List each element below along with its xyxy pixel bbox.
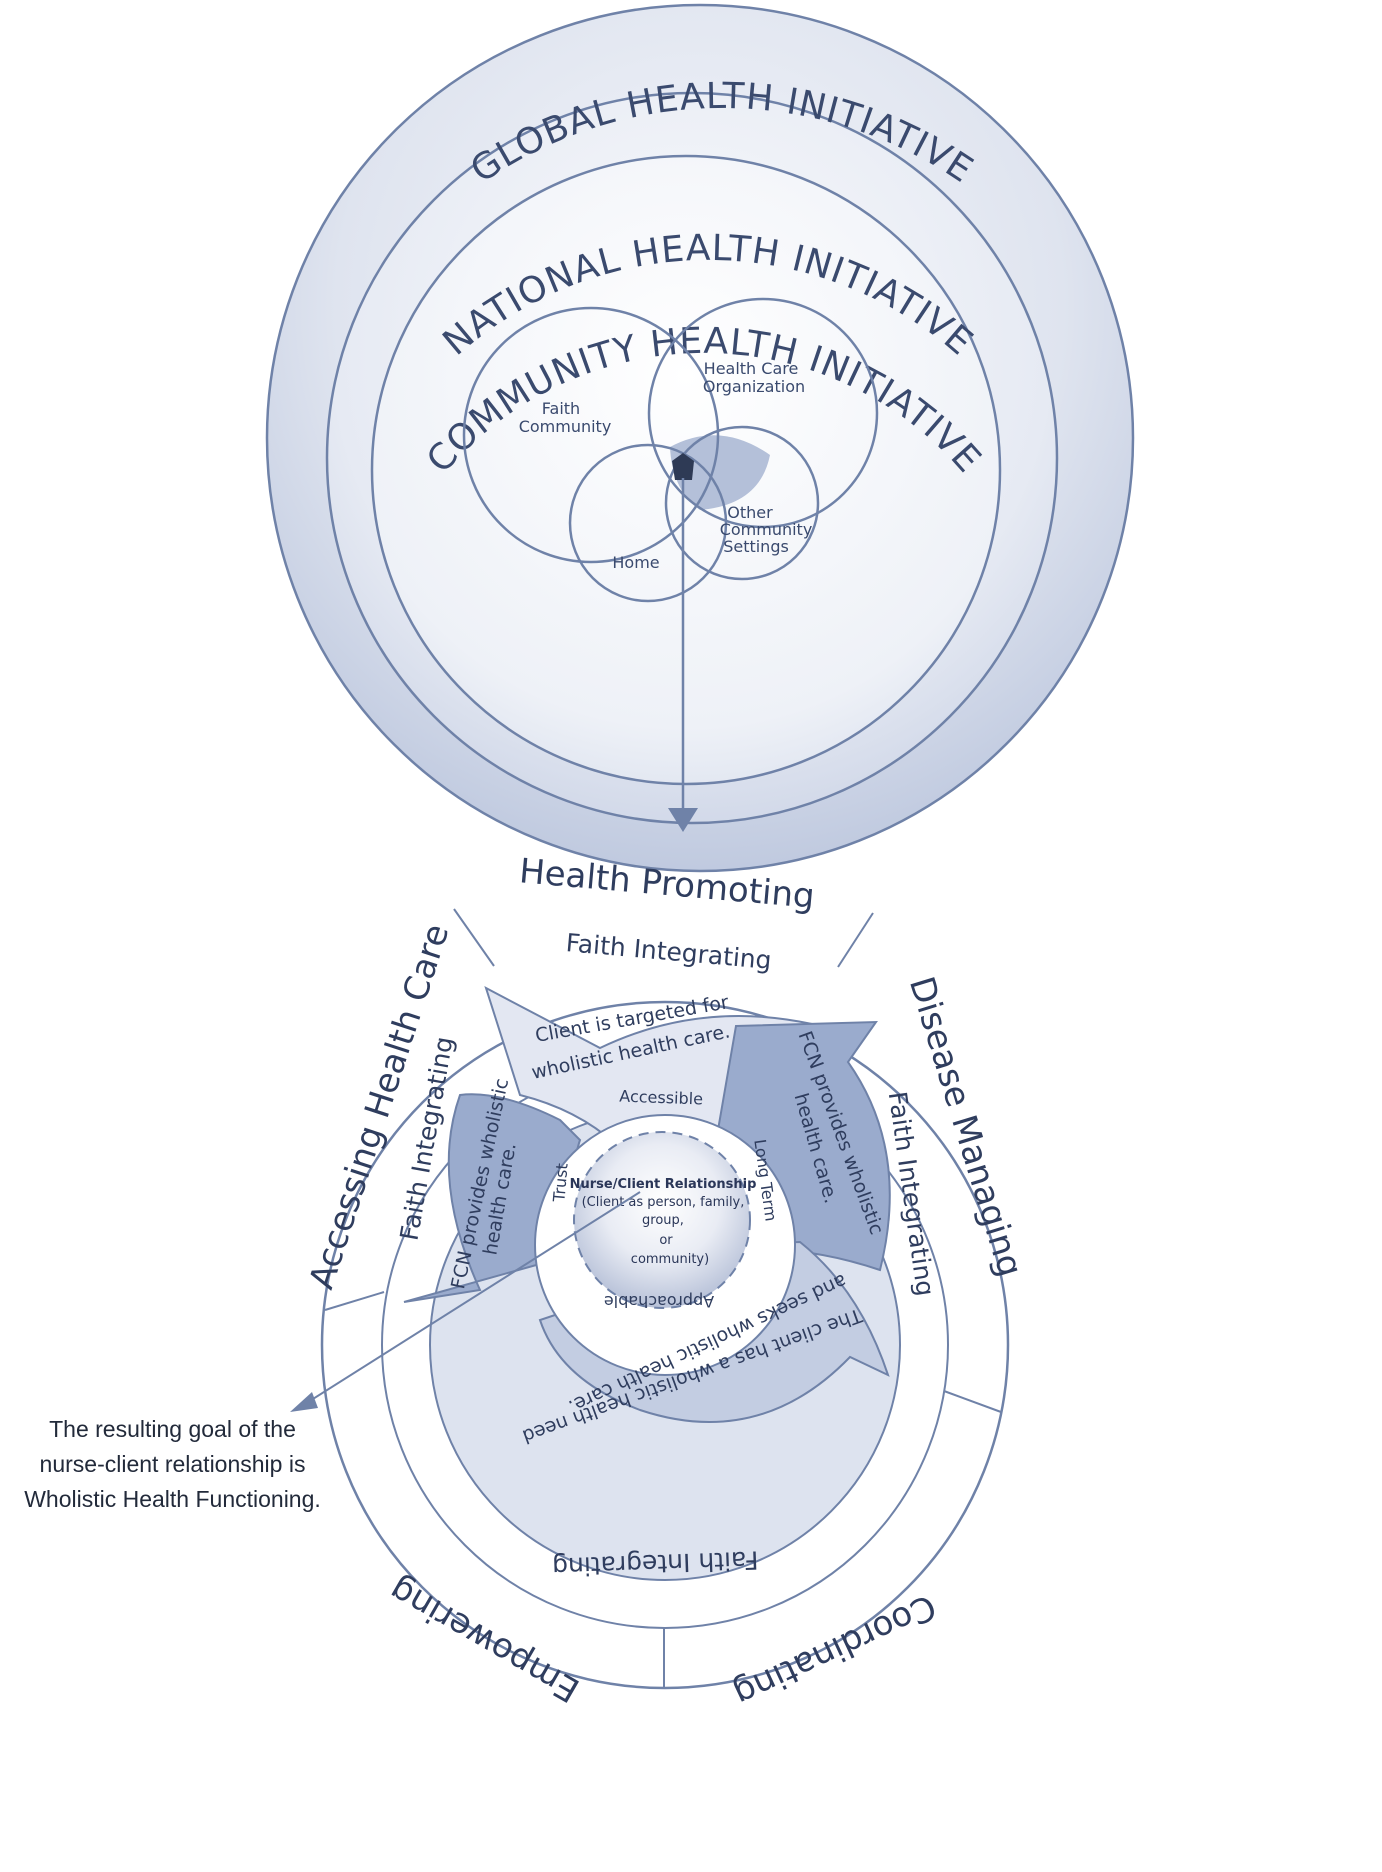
bottom-diagram: Health Promoting Accessing Health Care D… — [290, 851, 1030, 1714]
inner-trust: Trust — [549, 1162, 571, 1203]
center-line-4: community) — [631, 1252, 709, 1267]
venn-home — [568, 443, 728, 603]
connector-arrowhead — [668, 808, 698, 832]
faith-integrating-bottom: Faith Integrating — [552, 1545, 759, 1581]
venn-label-home: Home — [612, 553, 659, 572]
overlap-shade — [670, 435, 770, 510]
center-line-2: group, — [642, 1213, 684, 1228]
goal-pointer-arrowhead — [290, 1392, 318, 1412]
venn-label-community: Community — [519, 417, 612, 436]
venn-label-organization: Organization — [703, 377, 805, 396]
venn-label-community-2: Community — [720, 520, 813, 539]
venn-label-other: Other — [727, 503, 773, 522]
goal-note: The resulting goal of the nurse-client r… — [0, 1412, 345, 1517]
inner-accessible: Accessible — [619, 1087, 703, 1109]
goal-note-line-1: The resulting goal of the — [49, 1416, 296, 1442]
center-line-3: or — [659, 1233, 673, 1248]
venn-other-settings — [664, 425, 820, 581]
top-diagram: GLOBAL HEALTH INITIATIVE NATIONAL HEALTH… — [265, 3, 1135, 873]
center-title: Nurse/Client Relationship — [570, 1177, 757, 1192]
venn-label-health-care: Health Care — [704, 359, 799, 378]
venn-faith-community — [462, 306, 720, 564]
segment-dividers — [324, 908, 1002, 1688]
faith-integrating-top: Faith Integrating — [565, 928, 773, 975]
venn-health-care-org — [647, 297, 879, 529]
goal-note-line-3: Wholistic Health Functioning. — [24, 1486, 321, 1512]
venn-label-settings: Settings — [723, 537, 789, 556]
venn-diagram — [462, 297, 879, 603]
venn-label-faith: Faith — [542, 399, 580, 418]
center-circle — [573, 1131, 751, 1309]
goal-pointer-line — [304, 1191, 641, 1405]
center-line-1: (Client as person, family, — [582, 1195, 745, 1210]
goal-note-line-2: nurse-client relationship is — [39, 1451, 306, 1477]
inner-approachable: Approachable — [604, 1292, 714, 1311]
center-marker — [672, 453, 694, 480]
